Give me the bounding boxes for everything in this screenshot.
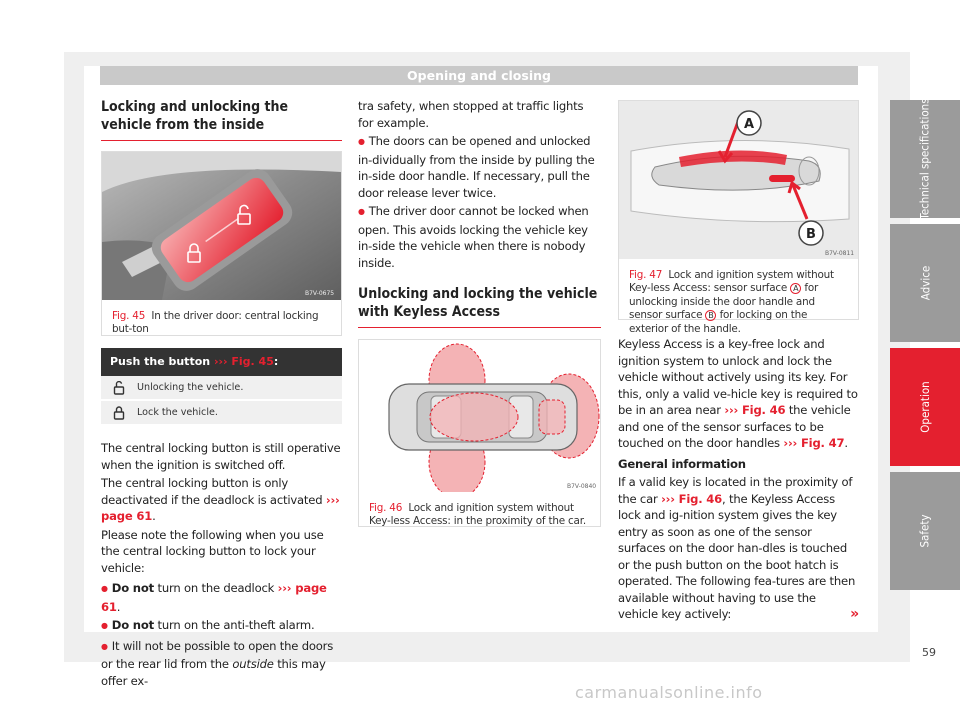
table-row: Lock the vehicle. <box>101 401 342 426</box>
bullet-item: The driver door cannot be locked when op… <box>358 203 601 271</box>
paragraph: Please note the following when you use t… <box>101 527 324 575</box>
unlock-icon <box>101 380 137 395</box>
section-title-keyless: Unlocking and locking the vehicle with K… <box>358 285 601 328</box>
bullet-item: Do not turn on the anti-theft alarm. <box>101 617 342 636</box>
button-table: Push the button ››› Fig. 45: Unlocking t… <box>101 348 342 426</box>
continue-arrow-icon: » <box>850 606 859 622</box>
paragraph: tra safety, when stopped at traffic ligh… <box>358 99 584 130</box>
figure-caption-text: Lock and ignition system without Key-les… <box>369 502 586 528</box>
table-cell: Lock the vehicle. <box>137 407 218 418</box>
figure-47: A B B7V-0811 Fig. 47 Lock and ignition s… <box>618 100 859 335</box>
bullet-item: It will not be possible to open the door… <box>101 638 342 690</box>
figure-link[interactable]: ››› Fig. 46 <box>661 491 722 506</box>
callout-a: A <box>744 117 754 132</box>
tab-operation[interactable]: Operation <box>890 348 960 466</box>
bullet-item: The doors can be opened and unlocked in-… <box>358 133 601 201</box>
subheading: General information <box>618 456 746 471</box>
page-link[interactable]: ››› page 61 <box>101 492 340 524</box>
section-title-inside: Locking and unlocking the vehicle from t… <box>101 98 342 141</box>
table-row: Unlocking the vehicle. <box>101 376 342 401</box>
callout-b: B <box>806 227 816 242</box>
paragraph: The central locking button is only deact… <box>101 476 340 524</box>
watermark: carmanualsonline.info <box>575 683 763 702</box>
paragraph: The central locking button is still oper… <box>101 441 341 472</box>
figure-47-caption: Fig. 47 Lock and ignition system without… <box>629 269 834 335</box>
table-figure-ref: Fig. 45 <box>231 355 274 368</box>
section-header: Opening and closing <box>100 66 858 85</box>
figure-number: Fig. 47 <box>629 269 663 281</box>
figure-number: Fig. 45 <box>112 310 146 322</box>
door-handle-sensor-image: A B B7V-0811 <box>619 101 858 259</box>
left-column: Locking and unlocking the vehicle from t… <box>101 98 342 691</box>
figure-45: B7V-0675 Fig. 45 In the driver door: cen… <box>101 151 342 336</box>
right-column: A B B7V-0811 Fig. 47 Lock and ignition s… <box>618 98 859 625</box>
table-cell: Unlocking the vehicle. <box>137 382 244 393</box>
page-link[interactable]: ››› page 61 <box>101 581 327 614</box>
badge-a: A <box>790 283 802 295</box>
middle-column: tra safety, when stopped at traffic ligh… <box>358 98 601 527</box>
middle-body: tra safety, when stopped at traffic ligh… <box>358 98 601 271</box>
keyless-proximity-image: B7V-0840 <box>359 340 600 499</box>
figure-45-caption: Fig. 45 In the driver door: central lock… <box>102 304 341 345</box>
badge-b: B <box>705 310 717 322</box>
lock-icon <box>101 405 137 420</box>
bullet-item: Do not turn on the deadlock ››› page 61. <box>101 580 342 615</box>
figure-code: B7V-0811 <box>825 250 854 257</box>
figure-46: B7V-0840 Fig. 46 Lock and ignition syste… <box>358 339 601 527</box>
left-body: The central locking button is still oper… <box>101 440 342 689</box>
figure-46-caption: Fig. 46 Lock and ignition system without… <box>359 496 600 537</box>
right-body: Keyless Access is a key-free lock and ig… <box>618 336 859 623</box>
figure-link[interactable]: ››› Fig. 47 <box>783 436 845 450</box>
figure-link[interactable]: ››› Fig. 46 <box>724 403 786 417</box>
figure-code: B7V-0675 <box>305 290 334 297</box>
door-lock-button-image: B7V-0675 <box>102 152 341 300</box>
tab-advice[interactable]: Advice <box>890 224 960 342</box>
figure-caption-text: In the driver door: central locking but-… <box>112 310 319 336</box>
tab-safety[interactable]: Safety <box>890 472 960 590</box>
tab-technical-specifications[interactable]: Technical specifications <box>890 98 960 220</box>
figure-number: Fig. 46 <box>369 502 403 514</box>
figure-code: B7V-0840 <box>567 483 596 490</box>
page-number: 59 <box>922 646 936 659</box>
paragraph: If a valid key is located in the proximi… <box>618 475 859 622</box>
table-header: Push the button ››› Fig. 45: <box>101 348 342 376</box>
paragraph: Keyless Access is a key-free lock and ig… <box>618 337 858 450</box>
